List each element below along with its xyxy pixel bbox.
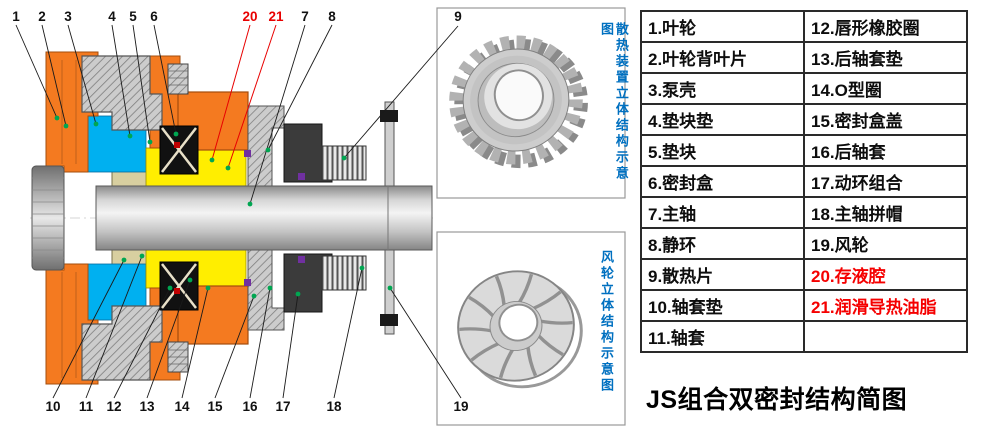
part-cell: 15.密封盒盖 (803, 103, 968, 136)
leader-dots (54, 115, 393, 299)
part-cell: 1.叶轮 (640, 10, 805, 43)
callout-2: 2 (38, 9, 46, 24)
part-cell: 4.垫块垫 (640, 103, 805, 136)
callout-16: 16 (242, 399, 258, 414)
part-cell-empty (803, 320, 968, 353)
callout-3: 3 (64, 9, 72, 24)
callout-6: 6 (150, 9, 158, 24)
o-ring-bottom-2 (298, 256, 305, 263)
callout-17: 17 (275, 399, 291, 414)
callout-21: 21 (268, 9, 284, 24)
seal-spring-top (174, 142, 180, 148)
seal-box-cover-bottom (247, 249, 285, 331)
part-cell: 19.风轮 (803, 227, 968, 260)
o-ring-top (244, 150, 251, 157)
part-cell: 8.静环 (640, 227, 805, 260)
fan-inset-caption: 风轮立体结构示意图 (598, 250, 614, 394)
callout-18: 18 (326, 399, 342, 414)
diagram-title: JS组合双密封结构简图 (646, 386, 908, 414)
part-cell-grease: 21.润滑导热油脂 (803, 289, 968, 322)
shaft-hub (31, 165, 65, 271)
bolt-bottom (167, 341, 189, 373)
seal-spring-bottom (174, 288, 180, 294)
o-ring-top-2 (298, 173, 305, 180)
callout-10: 10 (45, 399, 61, 414)
part-cell: 18.主轴拼帽 (803, 196, 968, 229)
part-cell: 10.轴套垫 (640, 289, 805, 322)
part-cell: 13.后轴套垫 (803, 41, 968, 74)
leader-lines (15, 24, 462, 399)
lip-seal-bottom (159, 261, 199, 311)
fan-3d-graphic (457, 270, 583, 389)
part-cell: 2.叶轮背叶片 (640, 41, 805, 74)
part-cell: 7.主轴 (640, 196, 805, 229)
callout-11: 11 (78, 399, 94, 414)
part-cell: 5.垫块 (640, 134, 805, 167)
part-cell: 14.O型圈 (803, 72, 968, 105)
callout-12: 12 (106, 399, 122, 414)
callout-4: 4 (108, 9, 116, 24)
part-cell: 3.泵壳 (640, 72, 805, 105)
table-row: 11.轴套 (640, 320, 968, 353)
callout-19: 19 (453, 399, 469, 414)
heat-sink-fins-top (321, 145, 367, 181)
seal-assembly-section (31, 51, 433, 385)
callout-1: 1 (12, 9, 20, 24)
heat-sink-3d-graphic (449, 35, 588, 169)
part-cell: 6.密封盒 (640, 165, 805, 198)
callout-8: 8 (328, 9, 336, 24)
part-cell: 11.轴套 (640, 320, 805, 353)
lip-seal-top (159, 125, 199, 175)
part-cell: 17.动环组合 (803, 165, 968, 198)
bolt-top (167, 63, 189, 95)
seal-box-cover-top (247, 105, 285, 187)
main-shaft (95, 185, 433, 251)
part-cell-liquid-chamber: 20.存液腔 (803, 258, 968, 291)
fan-hub-block-bottom (380, 314, 398, 326)
callout-7: 7 (301, 9, 309, 24)
callout-9: 9 (454, 9, 462, 24)
fan-hub-block-top (380, 110, 398, 122)
part-cell: 12.唇形橡胶圈 (803, 10, 968, 43)
heat-sink-inset-caption: 散热装置立体结构示意图 (598, 22, 629, 182)
callout-20: 20 (242, 9, 258, 24)
part-cell: 16.后轴套 (803, 134, 968, 167)
callout-14: 14 (174, 399, 190, 414)
seal-box-top (177, 91, 249, 151)
callout-5: 5 (129, 9, 137, 24)
part-cell: 9.散热片 (640, 258, 805, 291)
callout-15: 15 (207, 399, 223, 414)
o-ring-bottom (244, 279, 251, 286)
callout-13: 13 (139, 399, 155, 414)
heat-sink-fins-bottom (321, 255, 367, 291)
